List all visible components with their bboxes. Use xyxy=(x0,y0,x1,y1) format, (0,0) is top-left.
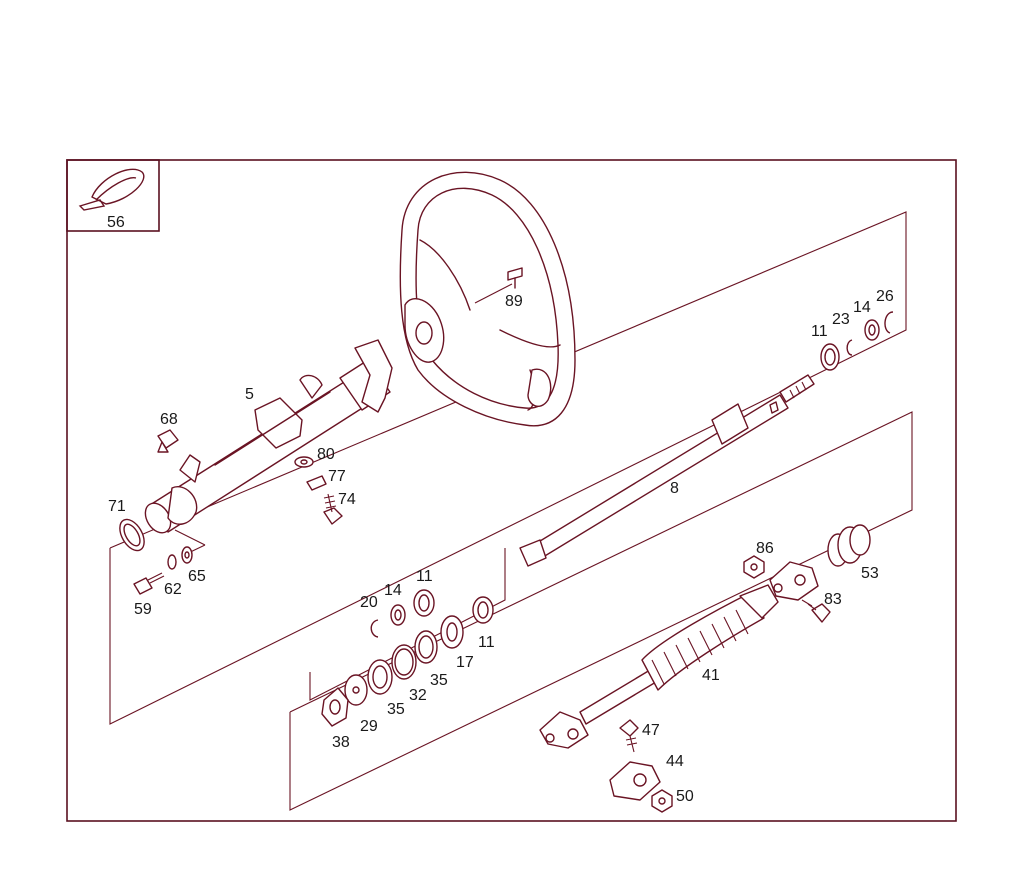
callout-71: 71 xyxy=(108,498,126,515)
ring-35-lower-icon xyxy=(367,659,393,695)
circlip-20-icon xyxy=(370,619,379,638)
circlip-23-icon xyxy=(846,339,853,356)
callout-44: 44 xyxy=(666,753,684,770)
nut-86-icon xyxy=(743,555,765,579)
callout-11-top: 11 xyxy=(811,323,828,340)
callout-68: 68 xyxy=(160,411,178,428)
universal-joint-lower-icon xyxy=(539,711,589,749)
callout-38: 38 xyxy=(332,734,350,751)
ring-14-lower-icon xyxy=(390,604,406,626)
plate-29-icon xyxy=(344,674,368,706)
steering-wheel-icon xyxy=(399,171,576,427)
callout-5: 5 xyxy=(245,386,254,403)
intermediate-shaft-icon xyxy=(579,584,779,725)
callout-59: 59 xyxy=(134,601,152,618)
callout-17: 17 xyxy=(456,654,474,671)
washer-62-icon xyxy=(167,554,177,570)
callout-8: 8 xyxy=(670,480,679,497)
diagram-frame xyxy=(66,159,957,822)
callout-74: 74 xyxy=(338,491,356,508)
screw-89-icon xyxy=(474,267,523,304)
nut-50-icon xyxy=(651,789,673,813)
callout-35-upper: 35 xyxy=(430,672,448,689)
callout-32: 32 xyxy=(409,687,427,704)
washer-77-icon xyxy=(306,475,327,491)
callout-23: 23 xyxy=(832,311,850,328)
callout-53: 53 xyxy=(861,565,879,582)
bolt-59-icon xyxy=(133,572,165,595)
bolt-74-icon xyxy=(323,493,343,525)
bush-17-icon xyxy=(440,615,464,649)
bolt-83-icon xyxy=(801,599,831,623)
bearing-11-lower-b-icon xyxy=(472,596,494,624)
callout-62: 62 xyxy=(164,581,182,598)
group-outline-column xyxy=(109,211,907,725)
bearing-11-lower-a-icon xyxy=(413,589,435,617)
clip-68-icon xyxy=(157,429,179,453)
callout-77: 77 xyxy=(328,468,346,485)
steering-spindle-icon xyxy=(519,374,815,567)
bearing-11-top-icon xyxy=(820,343,840,371)
callout-56: 56 xyxy=(107,214,125,231)
ring-35-upper-icon xyxy=(414,630,438,664)
callout-83: 83 xyxy=(824,591,842,608)
ring-26-icon xyxy=(884,311,894,334)
washer-65-icon xyxy=(181,546,193,564)
callout-14-lower: 14 xyxy=(384,582,402,599)
callout-14-top: 14 xyxy=(853,299,871,316)
callout-26: 26 xyxy=(876,288,894,305)
washer-80-icon xyxy=(294,456,314,468)
callout-11-lower-a: 11 xyxy=(416,568,433,585)
ring-14-top-icon xyxy=(864,319,880,341)
callout-47: 47 xyxy=(642,722,660,739)
inset-box xyxy=(66,159,160,232)
steering-column-jacket-icon xyxy=(144,339,393,534)
group-outline-shaft xyxy=(289,411,913,811)
ring-71-icon xyxy=(119,518,206,557)
callout-89: 89 xyxy=(505,293,523,310)
cable-tie-icon xyxy=(78,168,145,211)
callout-65: 65 xyxy=(188,568,206,585)
boot-53-icon xyxy=(827,524,871,567)
ring-32-icon xyxy=(391,644,417,680)
clamp-44-icon xyxy=(609,761,661,801)
callout-80: 80 xyxy=(317,446,335,463)
callout-50: 50 xyxy=(676,788,694,805)
universal-joint-upper-icon xyxy=(769,561,819,601)
callout-29: 29 xyxy=(360,718,378,735)
callout-41: 41 xyxy=(702,667,720,684)
bolt-47-icon xyxy=(619,719,639,753)
callout-11-lower-b: 11 xyxy=(478,634,495,651)
callout-35-lower: 35 xyxy=(387,701,405,718)
callout-86: 86 xyxy=(756,540,774,557)
callout-20: 20 xyxy=(360,594,378,611)
hub-38-icon xyxy=(321,687,349,727)
